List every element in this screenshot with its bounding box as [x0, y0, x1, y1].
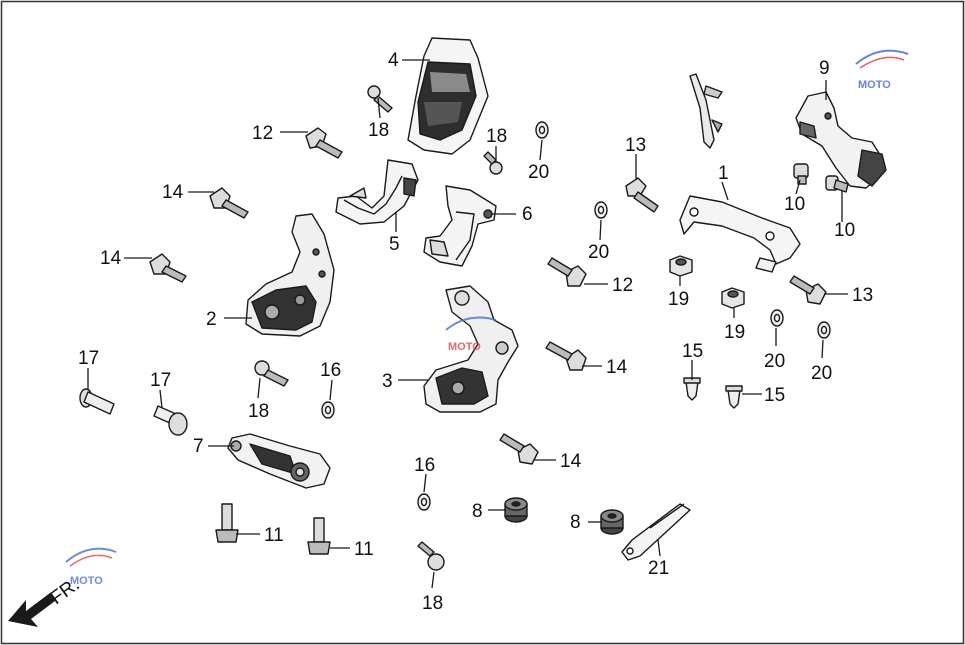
callout-14b: 14 — [100, 248, 122, 269]
part-14-bolt-c — [545, 341, 587, 371]
part-7-bracket — [227, 433, 331, 489]
part-20-washer-d — [817, 321, 831, 339]
callout-labels: 1 2 3 4 5 6 7 8 8 9 10 10 11 11 12 12 13… — [78, 50, 873, 614]
part-14-bolt-d — [499, 433, 539, 465]
callout-14c: 14 — [606, 357, 628, 378]
callout-17b: 17 — [150, 370, 171, 391]
callout-10a: 10 — [784, 194, 805, 215]
parts-illustrations — [79, 37, 887, 571]
part-21-strap — [621, 503, 691, 561]
callout-15b: 15 — [764, 385, 785, 406]
callout-14a: 14 — [162, 182, 184, 203]
part-20-washer-b — [594, 201, 608, 219]
leader-lines — [87, 59, 848, 589]
callout-17a: 17 — [78, 348, 99, 369]
callout-12a: 12 — [252, 123, 273, 144]
part-1-bracket — [679, 195, 801, 273]
part-5-bracket — [335, 159, 419, 225]
callout-16a: 16 — [320, 360, 341, 381]
part-15-clip-a — [683, 377, 701, 401]
callout-18b: 18 — [486, 126, 507, 147]
part-17-pin-b — [153, 405, 188, 436]
callout-19a: 19 — [668, 289, 689, 310]
callout-16b: 16 — [414, 455, 435, 476]
part-8-grommet-b — [600, 509, 624, 535]
callout-11b: 11 — [354, 539, 374, 560]
callout-2: 2 — [206, 309, 217, 330]
part-8-grommet-a — [504, 497, 528, 523]
callout-20a: 20 — [528, 162, 549, 183]
callout-20b: 20 — [588, 242, 609, 263]
callout-4: 4 — [388, 50, 399, 71]
part-11-bolt-a — [215, 503, 239, 543]
callout-21: 21 — [648, 558, 669, 579]
part-15-clip-b — [725, 385, 743, 409]
watermark-text: MOTO — [70, 575, 103, 587]
callout-18a: 18 — [368, 120, 389, 141]
part-9-mount — [795, 91, 887, 189]
part-19-nut-b — [721, 287, 745, 309]
part-20-washer-a — [535, 121, 549, 139]
callout-18c: 18 — [248, 401, 269, 422]
front-arrow-icon — [8, 593, 55, 627]
watermark-middle: MOTO — [445, 316, 497, 353]
part-18-screw-a — [367, 85, 393, 113]
callout-19b: 19 — [724, 322, 745, 343]
callout-18d: 18 — [422, 593, 443, 614]
callout-6: 6 — [522, 204, 533, 225]
part-18-screw-b — [483, 151, 503, 175]
part-16-washer-a — [321, 401, 335, 419]
part-13-bolt-b — [789, 275, 827, 305]
part-4-cover — [407, 37, 489, 155]
part-wire-clip — [689, 73, 723, 149]
callout-15a: 15 — [682, 341, 703, 362]
callout-5: 5 — [389, 234, 400, 255]
front-direction-indicator: FR. — [8, 574, 84, 627]
callout-13a: 13 — [625, 135, 646, 156]
part-10-bolt-a — [793, 163, 809, 185]
part-6-bracket — [423, 185, 497, 267]
part-12-bolt-a — [305, 127, 343, 159]
callout-8b: 8 — [570, 512, 581, 533]
part-2-bracket — [245, 213, 335, 337]
callout-13b: 13 — [852, 285, 873, 306]
part-18-screw-d — [417, 541, 445, 571]
part-14-bolt-a — [209, 187, 249, 219]
part-10-bolt-b — [825, 175, 849, 193]
part-14-bolt-b — [149, 253, 187, 283]
callout-8a: 8 — [472, 501, 483, 522]
watermark-bottom-left: MOTO — [65, 547, 117, 587]
part-20-washer-c — [770, 309, 784, 327]
callout-20d: 20 — [811, 363, 832, 384]
part-19-nut-a — [669, 255, 693, 277]
callout-20c: 20 — [764, 351, 785, 372]
callout-7: 7 — [193, 436, 204, 457]
callout-1: 1 — [718, 163, 729, 184]
part-17-pin-a — [79, 388, 115, 415]
part-11-bolt-b — [307, 517, 331, 555]
part-18-screw-c — [254, 360, 289, 387]
callout-10b: 10 — [834, 220, 855, 241]
callout-11a: 11 — [264, 525, 284, 546]
part-13-bolt-a — [625, 177, 659, 213]
part-3-bracket — [423, 285, 519, 413]
watermark-top-right: MOTO — [855, 49, 909, 91]
callout-12b: 12 — [612, 275, 633, 296]
part-16-washer-b — [417, 493, 431, 511]
part-12-bolt-b — [547, 257, 587, 287]
callout-9: 9 — [819, 58, 830, 79]
callout-3: 3 — [382, 371, 393, 392]
watermark-text: MOTO — [448, 341, 481, 353]
callout-14d: 14 — [560, 451, 582, 472]
watermark-text: MOTO — [858, 79, 891, 91]
